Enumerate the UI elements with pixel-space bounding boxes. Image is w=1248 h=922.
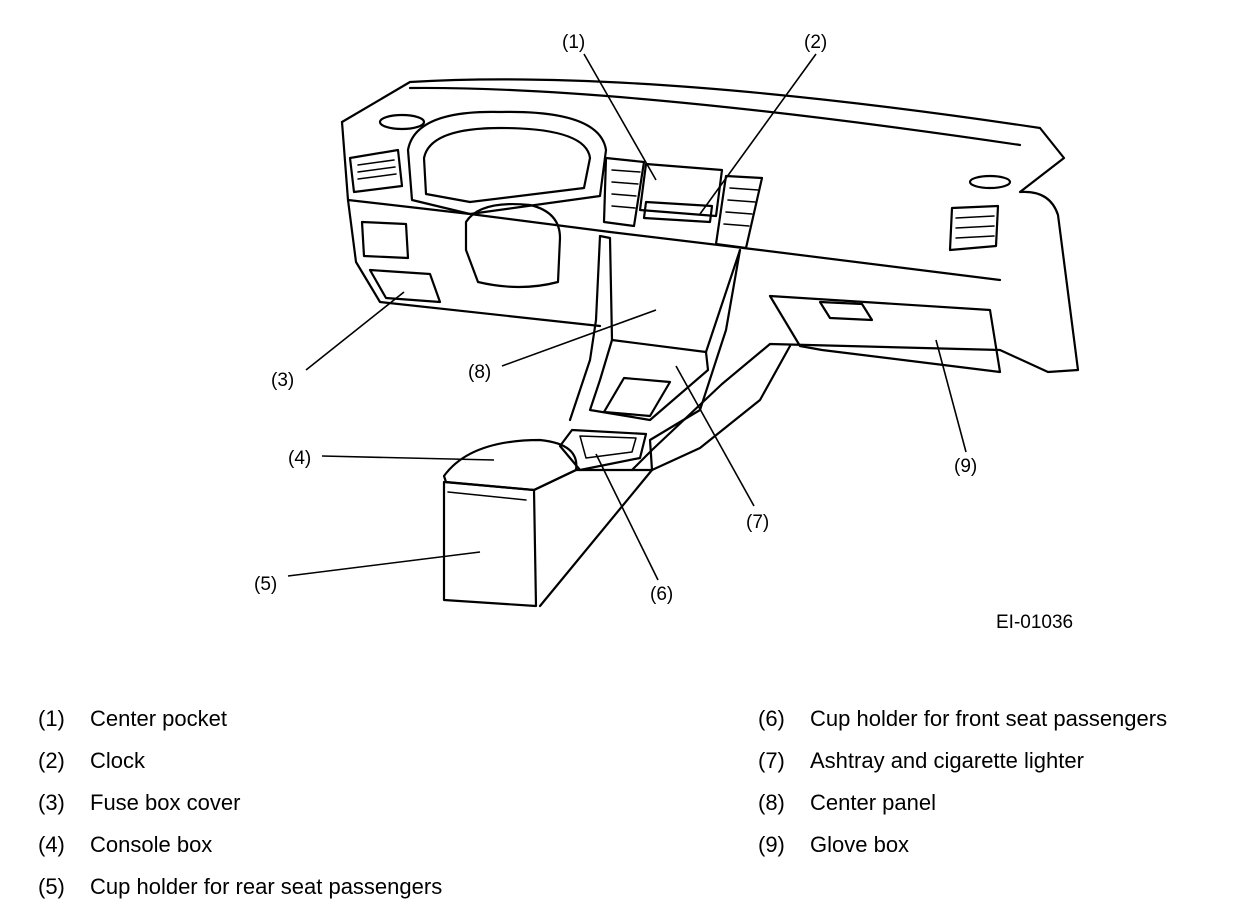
legend-item: (4) Console box [38, 824, 442, 866]
steering-column [464, 203, 562, 289]
console-side-right [648, 248, 792, 472]
dashboard-lower-edge [340, 120, 602, 328]
right-defrost-vent [968, 174, 1012, 190]
legend-item: (3) Fuse box cover [38, 782, 442, 824]
legend-number: (8) [758, 790, 785, 815]
legend-number: (6) [758, 706, 785, 731]
callout-5: (5) [254, 574, 277, 595]
legend-left-column: (1) Center pocket (2) Clock (3) Fuse box… [38, 698, 442, 908]
legend-item: (2) Clock [38, 740, 442, 782]
dashboard-crease-line [408, 86, 1022, 147]
legend-number: (3) [38, 790, 65, 815]
legend-label: Fuse box cover [90, 790, 241, 815]
fuse-box-cover [368, 268, 442, 304]
callout-7: (7) [746, 512, 769, 533]
legend-label: Cup holder for front seat passengers [810, 706, 1168, 731]
leader-line-6 [595, 453, 659, 581]
leader-line-2 [699, 53, 817, 215]
legend-number: (9) [758, 832, 785, 857]
leader-line-4 [321, 455, 495, 461]
legend-item: (9) Glove box [758, 824, 1167, 866]
legend-number: (1) [38, 706, 65, 731]
legend-label: Center pocket [90, 706, 227, 731]
callout-9: (9) [954, 456, 977, 477]
dashboard-illustration: (1) (2) (3) (4) (5) (6) (7) (8) (9) EI-0… [254, 32, 1080, 633]
legend-label: Clock [90, 748, 146, 773]
legend-label: Glove box [810, 832, 910, 857]
legend-number: (5) [38, 874, 65, 899]
leader-line-8 [501, 309, 657, 367]
left-side-vent [348, 148, 404, 194]
legend-label: Ashtray and cigarette lighter [810, 748, 1084, 773]
figure-code: EI-01036 [996, 612, 1073, 633]
callout-3: (3) [271, 370, 294, 391]
legend-label: Cup holder for rear seat passengers [90, 874, 443, 899]
legend-item: (5) Cup holder for rear seat passengers [38, 866, 442, 908]
glove-box [768, 294, 1002, 374]
legend-number: (2) [38, 748, 65, 773]
legend-right-column: (6) Cup holder for front seat passengers… [758, 698, 1167, 866]
callout-6: (6) [650, 584, 673, 605]
center-left-vent [602, 156, 646, 228]
glove-box-handle [818, 300, 874, 322]
instrument-cluster-face [422, 126, 592, 204]
console-box-body [442, 480, 538, 608]
right-side-vent [948, 204, 1000, 252]
callout-2: (2) [804, 32, 827, 53]
left-defrost-vent [378, 113, 426, 131]
legend-item: (7) Ashtray and cigarette lighter [758, 740, 1167, 782]
console-box-lid [442, 438, 578, 492]
legend-label: Console box [90, 832, 213, 857]
leader-line-7 [675, 365, 755, 507]
callout-8: (8) [468, 362, 491, 383]
legend-label: Center panel [810, 790, 936, 815]
leader-line-3 [305, 291, 405, 371]
legend-item: (8) Center panel [758, 782, 1167, 824]
left-lower-panel [360, 220, 410, 260]
legend-item: (6) Cup holder for front seat passengers [758, 698, 1167, 740]
callout-4: (4) [288, 448, 311, 469]
legend-item: (1) Center pocket [38, 698, 442, 740]
center-pocket [638, 162, 724, 218]
clock-panel [642, 200, 714, 224]
center-right-vent [714, 174, 764, 250]
ashtray-lid [602, 376, 672, 418]
leader-line-5 [287, 551, 481, 577]
dashboard-face-line [346, 198, 1002, 282]
instrument-cluster-hood [406, 110, 608, 216]
legend-number: (7) [758, 748, 785, 773]
front-cup-holder [558, 428, 648, 472]
legend-number: (4) [38, 832, 65, 857]
console-tunnel [588, 338, 710, 422]
leader-line-9 [935, 339, 967, 453]
dashboard-top-outline [340, 78, 1080, 472]
callout-1: (1) [562, 32, 585, 53]
console-rear-side [532, 468, 654, 608]
leader-line-1 [583, 53, 657, 181]
